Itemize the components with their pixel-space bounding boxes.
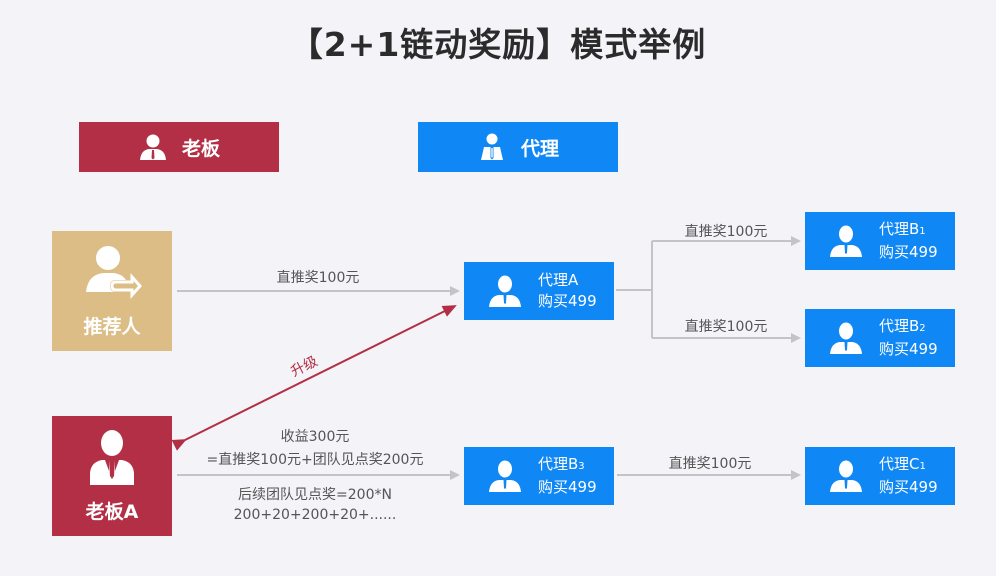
boss-user-icon — [90, 429, 134, 485]
agent-user-icon — [830, 460, 862, 492]
agent-b2-node: 代理B2 购买499 — [805, 309, 955, 367]
page-title: 【2+1链动奖励】模式举例 — [289, 25, 707, 64]
agent-user-icon — [480, 133, 503, 160]
agent-c1-purchase: 购买499 — [879, 478, 938, 496]
agent-c1-node: 代理C1 购买499 — [805, 447, 955, 505]
boss-income-line2: =直推奖100元+团队见点奖200元 — [206, 452, 424, 468]
agent-b1-node: 代理B1 购买499 — [805, 212, 955, 270]
edge-label-a-b1: 直推奖100元 — [684, 224, 768, 240]
agent-b3-node: 代理B3 购买499 — [464, 447, 614, 505]
agent-b3-purchase: 购买499 — [538, 478, 597, 496]
agent-b3-name: 代理B3 — [538, 455, 585, 473]
agent-a-purchase: 购买499 — [538, 292, 597, 310]
legend-boss: 老板 — [79, 122, 279, 172]
agent-b1-name: 代理B1 — [879, 220, 926, 238]
agent-user-icon — [489, 460, 521, 492]
boss-future-line2: 200+20+200+20+...... — [233, 507, 397, 523]
agent-b2-name: 代理B2 — [879, 317, 926, 335]
agent-b1-purchase: 购买499 — [879, 243, 938, 261]
agent-a-node: 代理A 购买499 — [464, 262, 614, 320]
edge-label-b3-c1: 直推奖100元 — [668, 456, 752, 472]
edge-label-a-b2: 直推奖100元 — [684, 319, 768, 335]
boss-user-icon — [139, 134, 166, 160]
agent-user-icon — [830, 322, 862, 354]
user-arrow-icon — [86, 245, 142, 299]
legend-agent-label: 代理 — [520, 137, 559, 160]
edge-label-recommender-a: 直推奖100元 — [276, 270, 360, 286]
boss-income-line1: 收益300元 — [280, 429, 350, 445]
boss-a-label: 老板A — [85, 500, 139, 523]
boss-a-node: 老板A — [52, 416, 172, 536]
legend-agent: 代理 — [418, 122, 618, 172]
agent-a-name: 代理A — [538, 271, 579, 289]
boss-future-line1: 后续团队见点奖=200*N — [238, 487, 392, 503]
recommender-label: 推荐人 — [83, 315, 141, 338]
agent-c1-name: 代理C1 — [879, 455, 926, 473]
recommender-node: 推荐人 — [52, 231, 172, 351]
agent-b2-purchase: 购买499 — [879, 340, 938, 358]
agent-user-icon — [489, 275, 521, 307]
agent-user-icon — [830, 225, 862, 257]
legend-boss-label: 老板 — [181, 137, 220, 160]
